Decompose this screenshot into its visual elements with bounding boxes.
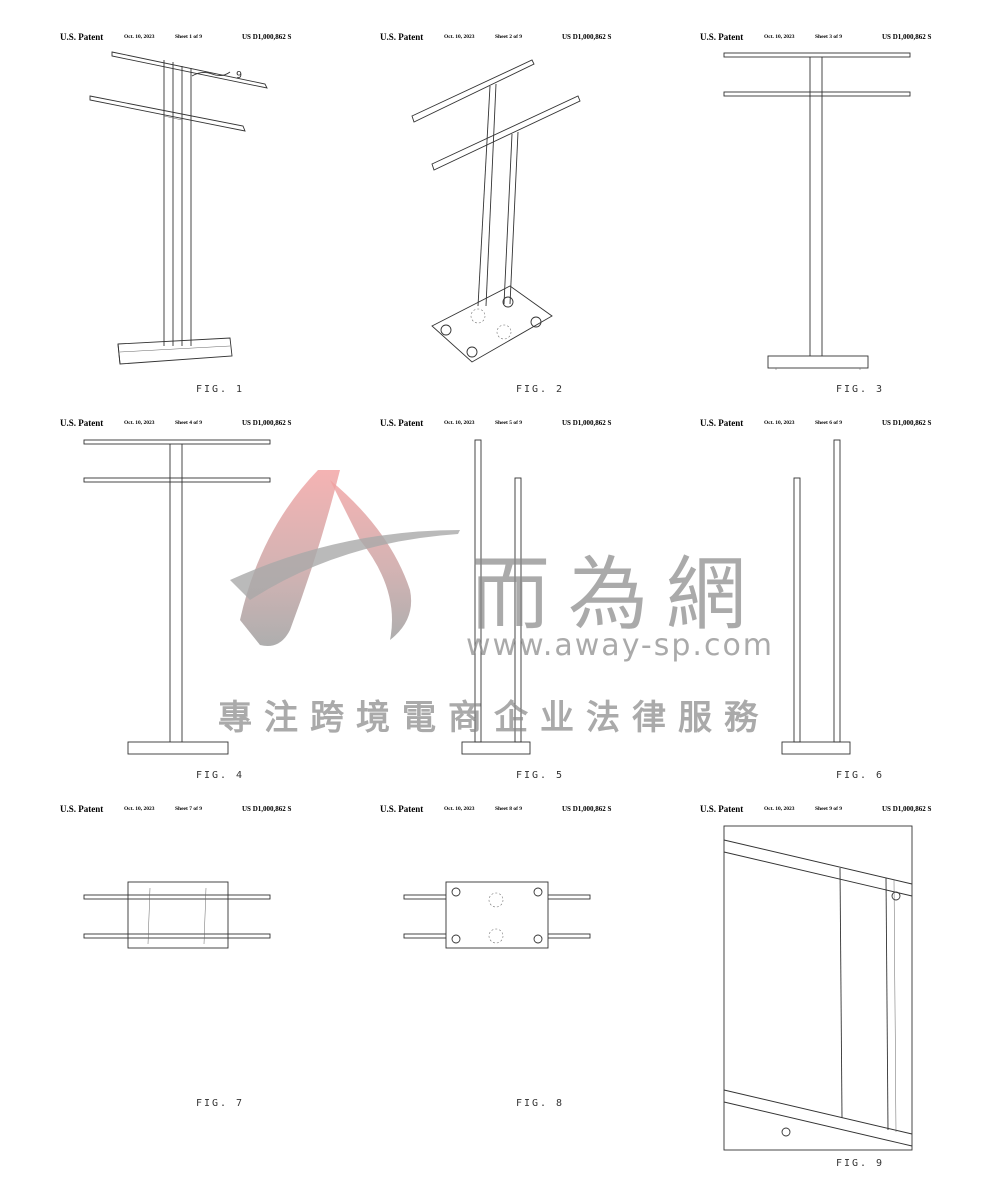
sheet-7: U.S. Patent Oct. 10, 2023 Sheet 7 of 9 U…: [60, 804, 380, 1189]
sheet-number: Sheet 2 of 9: [495, 34, 523, 40]
patent-number: US D1,000,862 S: [562, 419, 612, 427]
sheet-3: U.S. Patent Oct. 10, 2023 Sheet 3 of 9 U…: [700, 32, 1000, 417]
sheet-number: Sheet 5 of 9: [495, 420, 523, 426]
sheet-9: U.S. Patent Oct. 10, 2023 Sheet 9 of 9 U…: [700, 804, 1000, 1189]
figure-1-drawing: 9: [60, 46, 380, 386]
sheet-header: U.S. Patent Oct. 10, 2023 Sheet 7 of 9 U…: [60, 804, 380, 818]
patent-date: Oct. 10, 2023: [764, 806, 795, 812]
figure-label: FIG. 6: [835, 770, 885, 781]
figure-label: FIG. 3: [835, 384, 885, 395]
figure-4-drawing: [60, 432, 380, 772]
figure-label: FIG. 4: [195, 770, 245, 781]
reference-numeral: 9: [236, 70, 242, 81]
patent-label: U.S. Patent: [700, 418, 744, 428]
patent-number: US D1,000,862 S: [882, 33, 932, 41]
sheet-6: U.S. Patent Oct. 10, 2023 Sheet 6 of 9 U…: [700, 418, 1000, 803]
sheet-header: U.S. Patent Oct. 10, 2023 Sheet 5 of 9 U…: [380, 418, 700, 432]
patent-number: US D1,000,862 S: [562, 33, 612, 41]
patent-number: US D1,000,862 S: [882, 805, 932, 813]
figure-label: FIG. 1: [195, 384, 245, 395]
patent-number: US D1,000,862 S: [242, 33, 292, 41]
patent-label: U.S. Patent: [60, 804, 104, 814]
patent-date: Oct. 10, 2023: [764, 34, 795, 40]
patent-label: U.S. Patent: [700, 804, 744, 814]
watermark-slogan: 專注跨境電商企业法律服務: [218, 698, 770, 738]
patent-date: Oct. 10, 2023: [124, 806, 155, 812]
figure-label: FIG. 9: [835, 1158, 885, 1169]
sheet-1: U.S. Patent Oct. 10, 2023 Sheet 1 of 9 U…: [60, 32, 380, 417]
sheet-number: Sheet 8 of 9: [495, 806, 523, 812]
figure-5-drawing: [380, 432, 700, 772]
sheet-8: U.S. Patent Oct. 10, 2023 Sheet 8 of 9 U…: [380, 804, 700, 1189]
patent-date: Oct. 10, 2023: [444, 34, 475, 40]
sheet-4: U.S. Patent Oct. 10, 2023 Sheet 4 of 9 U…: [60, 418, 380, 803]
patent-label: U.S. Patent: [700, 32, 744, 42]
patent-date: Oct. 10, 2023: [764, 420, 795, 426]
sheet-header: U.S. Patent Oct. 10, 2023 Sheet 2 of 9 U…: [380, 32, 700, 46]
sheet-number: Sheet 9 of 9: [815, 806, 843, 812]
figure-label: FIG. 5: [515, 770, 565, 781]
sheet-number: Sheet 3 of 9: [815, 34, 843, 40]
patent-label: U.S. Patent: [60, 418, 104, 428]
figure-9-drawing: [700, 818, 1000, 1158]
patent-date: Oct. 10, 2023: [444, 806, 475, 812]
patent-number: US D1,000,862 S: [242, 419, 292, 427]
sheet-header: U.S. Patent Oct. 10, 2023 Sheet 1 of 9 U…: [60, 32, 380, 46]
figure-label: FIG. 8: [515, 1098, 565, 1109]
brand-logo-icon: [230, 470, 460, 646]
figure-3-drawing: [700, 46, 1000, 386]
watermark-brand-name: 而為網: [470, 548, 764, 641]
figure-label: FIG. 7: [195, 1098, 245, 1109]
figure-2-drawing: [380, 46, 700, 386]
watermark-url: www.away-sp.com: [466, 628, 775, 663]
sheet-2: U.S. Patent Oct. 10, 2023 Sheet 2 of 9 U…: [380, 32, 700, 417]
patent-label: U.S. Patent: [380, 32, 424, 42]
sheet-header: U.S. Patent Oct. 10, 2023 Sheet 8 of 9 U…: [380, 804, 700, 818]
patent-label: U.S. Patent: [60, 32, 104, 42]
sheet-header: U.S. Patent Oct. 10, 2023 Sheet 6 of 9 U…: [700, 418, 1000, 432]
figure-6-drawing: [700, 432, 1000, 772]
sheet-number: Sheet 1 of 9: [175, 34, 203, 40]
sheet-number: Sheet 4 of 9: [175, 420, 203, 426]
patent-number: US D1,000,862 S: [242, 805, 292, 813]
patent-label: U.S. Patent: [380, 804, 424, 814]
figure-label: FIG. 2: [515, 384, 565, 395]
sheet-header: U.S. Patent Oct. 10, 2023 Sheet 3 of 9 U…: [700, 32, 1000, 46]
patent-number: US D1,000,862 S: [562, 805, 612, 813]
patent-date: Oct. 10, 2023: [444, 420, 475, 426]
figure-8-drawing: [380, 818, 700, 1158]
sheet-5: U.S. Patent Oct. 10, 2023 Sheet 5 of 9 U…: [380, 418, 700, 803]
patent-label: U.S. Patent: [380, 418, 424, 428]
sheet-header: U.S. Patent Oct. 10, 2023 Sheet 9 of 9 U…: [700, 804, 1000, 818]
sheet-number: Sheet 7 of 9: [175, 806, 203, 812]
sheet-number: Sheet 6 of 9: [815, 420, 843, 426]
patent-number: US D1,000,862 S: [882, 419, 932, 427]
sheet-header: U.S. Patent Oct. 10, 2023 Sheet 4 of 9 U…: [60, 418, 380, 432]
figure-7-drawing: [60, 818, 380, 1158]
patent-date: Oct. 10, 2023: [124, 34, 155, 40]
patent-date: Oct. 10, 2023: [124, 420, 155, 426]
